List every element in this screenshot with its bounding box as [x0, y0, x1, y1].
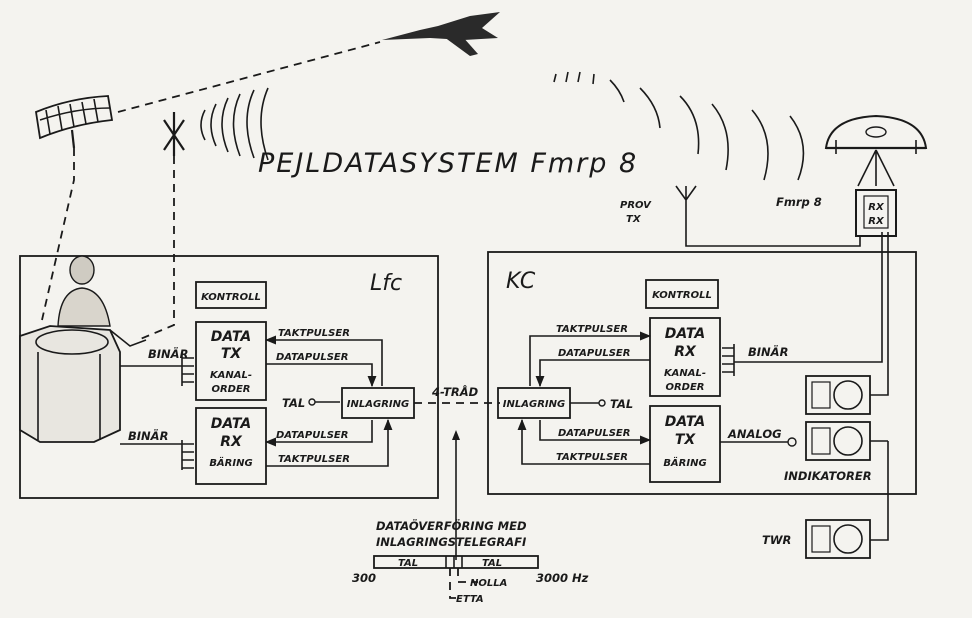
radar-rx2-label: RX [868, 216, 885, 227]
right-analog-label: ANALOG [727, 427, 782, 441]
right-datapulser-top-line [535, 359, 650, 388]
beam-line [117, 41, 381, 113]
right-inlagring-label: INLAGRING [503, 399, 565, 410]
right-tal-terminal [598, 399, 606, 407]
left-tal-label: TAL [282, 396, 305, 410]
left-binar-top-label: BINÄR [148, 346, 188, 361]
aircraft-icon [382, 12, 500, 56]
left-data-tx-box [195, 321, 267, 401]
band-tal-left: TAL [398, 558, 418, 569]
right-datapulser-top-label: DATAPULSER [558, 348, 630, 359]
left-data-rx-line1: DATA [211, 416, 251, 432]
left-binar-bus-top [181, 354, 194, 386]
right-data-tx-line2: TX [675, 432, 697, 448]
right-data-tx-line3: BÄRING [663, 455, 706, 469]
right-tal-label: TAL [610, 397, 633, 411]
dish-feed-line [41, 148, 75, 321]
frequency-band [373, 555, 539, 569]
etta-label: ETTA [456, 594, 484, 605]
radar-rx1-label: RX [868, 202, 885, 213]
prov-tx-line1: PROV [620, 200, 652, 211]
left-binar-bus-bottom [181, 440, 194, 470]
left-taktpulser-bottom-label: TAKTPULSER [278, 454, 350, 465]
right-binar-label: BINÄR [748, 344, 788, 359]
antenna-left-icon [163, 112, 185, 156]
right-data-tx-line1: DATA [665, 414, 705, 430]
radio-waves-right [553, 71, 805, 181]
twr-display-icon [805, 519, 871, 559]
right-data-rx-line4: ORDER [665, 382, 704, 393]
band-tal-right: TAL [482, 558, 502, 569]
four-wire-label: 4-TRÅD [431, 384, 479, 399]
indicator-feed-line-1 [870, 232, 889, 396]
transfer-line1: DATAÖVERFÖRING MED [376, 518, 527, 533]
left-binar-bottom-label: BINÄR [128, 428, 168, 443]
etta-pointer [449, 568, 456, 599]
left-datapulser-top-line [266, 363, 377, 388]
radar-dish-left-icon [35, 95, 114, 149]
right-data-rx-line3: KANAL- [664, 368, 706, 379]
left-taktpulser-top-line [264, 335, 383, 386]
right-kontroll-box [645, 279, 719, 309]
prov-tx-antenna-icon [675, 185, 861, 247]
left-datapulser-top-label: DATAPULSER [276, 352, 348, 363]
indikatorer-label: INDIKATORER [784, 469, 872, 483]
right-binar-bus [722, 344, 735, 376]
left-data-rx-line3: BÄRING [209, 455, 252, 469]
right-kontroll-label: KONTROLL [652, 290, 712, 301]
right-taktpulser-top-label: TAKTPULSER [556, 324, 628, 335]
operator-person-icon [57, 255, 147, 347]
freq-high-label: 3000 Hz [536, 571, 589, 585]
analog-terminal [787, 437, 797, 447]
right-taktpulser-top-line [529, 331, 652, 386]
prov-tx-line2: TX [626, 214, 642, 225]
transfer-line2: INLAGRINGSTELEGRAFI [376, 535, 527, 549]
radio-waves-left [200, 87, 269, 161]
operator-console-icon [19, 325, 121, 443]
left-datapulser-bottom-label: DATAPULSER [276, 430, 348, 441]
twr-label: TWR [762, 533, 791, 547]
left-station-name: Lfc [370, 271, 402, 296]
nolla-pointer [457, 568, 478, 583]
transfer-pointer-arrow [452, 430, 460, 440]
left-data-tx-line4: ORDER [211, 384, 250, 395]
left-data-tx-line2: TX [221, 346, 243, 362]
right-binar-line [734, 232, 883, 363]
right-data-rx-line1: DATA [665, 326, 705, 342]
right-station-name: KC [506, 269, 536, 294]
right-datapulser-bottom-label: DATAPULSER [558, 428, 630, 439]
diagram-title: PEJLDATASYSTEM Fmrp 8 [258, 148, 638, 179]
left-datapulser-bottom-line [264, 420, 373, 447]
radar-antenna-right-icon [824, 114, 928, 237]
left-taktpulser-top-label: TAKTPULSER [278, 328, 350, 339]
antenna-feed-line [137, 156, 175, 341]
left-kontroll-box [195, 281, 267, 309]
right-station-box [487, 251, 917, 495]
freq-low-label: 300 [352, 571, 376, 585]
indicator-display-2-icon [805, 421, 871, 461]
right-data-rx-box [649, 317, 721, 397]
right-taktpulser-bottom-line [517, 418, 650, 465]
left-tal-terminal [308, 398, 316, 406]
left-data-tx-line3: KANAL- [210, 370, 252, 381]
left-data-tx-line1: DATA [211, 329, 251, 345]
radar-name-label: Fmrp 8 [776, 195, 822, 209]
nolla-label: NOLLA [470, 578, 507, 589]
indicator-display-1-icon [805, 375, 871, 415]
right-taktpulser-bottom-label: TAKTPULSER [556, 452, 628, 463]
right-data-rx-line2: RX [674, 344, 697, 360]
left-inlagring-label: INLAGRING [347, 399, 409, 410]
left-taktpulser-bottom-line [266, 418, 393, 467]
twr-feed-line [870, 441, 889, 541]
left-data-rx-line2: RX [220, 434, 243, 450]
right-datapulser-bottom-line [539, 420, 652, 445]
left-kontroll-label: KONTROLL [201, 292, 261, 303]
